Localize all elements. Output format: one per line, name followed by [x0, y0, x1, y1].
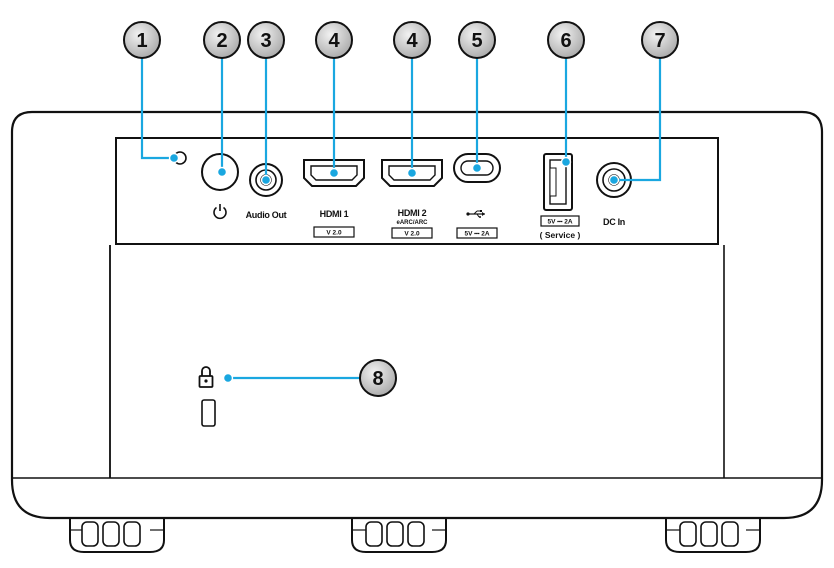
- kensington-lock-slot[interactable]: [201, 399, 216, 427]
- svg-text:7: 7: [654, 30, 665, 52]
- callout-8: 8: [359, 359, 397, 397]
- hdmi1-label: HDMI 1: [320, 209, 349, 219]
- hdmi1-version-badge: [313, 226, 355, 238]
- service-label: ( Service ): [540, 230, 581, 240]
- callout-1: 1: [123, 21, 161, 59]
- service-rating: 5V ⎓ 2A: [547, 219, 572, 226]
- foot-right: [665, 509, 761, 553]
- svg-text:1: 1: [136, 30, 147, 52]
- service-rating-badge: [540, 215, 580, 227]
- svg-text:8: 8: [372, 368, 383, 390]
- hdmi2-version-badge: [391, 227, 433, 239]
- hdmi1-version: V 2.0: [326, 230, 342, 237]
- power-icon: [213, 204, 227, 220]
- usb-icon: [466, 210, 485, 218]
- usb-a-service-port[interactable]: [543, 153, 573, 211]
- callout-3: 3: [247, 21, 285, 59]
- callout-6: 6: [547, 21, 585, 59]
- audio-out-label: Audio Out: [246, 210, 287, 220]
- callout-4-hdmi2: 4: [393, 21, 431, 59]
- foot-center: [351, 509, 447, 553]
- dc-in-label: DC In: [603, 217, 625, 227]
- hdmi2-sublabel: eARC/ARC: [396, 220, 428, 226]
- callout-4-hdmi1: 4: [315, 21, 353, 59]
- svg-text:6: 6: [560, 30, 571, 52]
- usb-c-rating: 5V ⎓ 2A: [464, 231, 489, 238]
- callout-7: 7: [641, 21, 679, 59]
- hdmi2-version: V 2.0: [404, 231, 420, 238]
- svg-text:3: 3: [260, 30, 271, 52]
- leader-lines: [140, 58, 662, 380]
- svg-text:4: 4: [328, 30, 340, 52]
- usb-c-rating-badge: [456, 227, 498, 239]
- svg-text:4: 4: [406, 30, 418, 52]
- foot-left: [69, 509, 165, 553]
- padlock-icon: [198, 366, 214, 388]
- hdmi2-label: HDMI 2: [398, 208, 427, 218]
- callout-2: 2: [203, 21, 241, 59]
- svg-text:2: 2: [216, 30, 227, 52]
- svg-text:5: 5: [471, 30, 482, 52]
- callout-5: 5: [458, 21, 496, 59]
- leader-dots: [168, 152, 620, 384]
